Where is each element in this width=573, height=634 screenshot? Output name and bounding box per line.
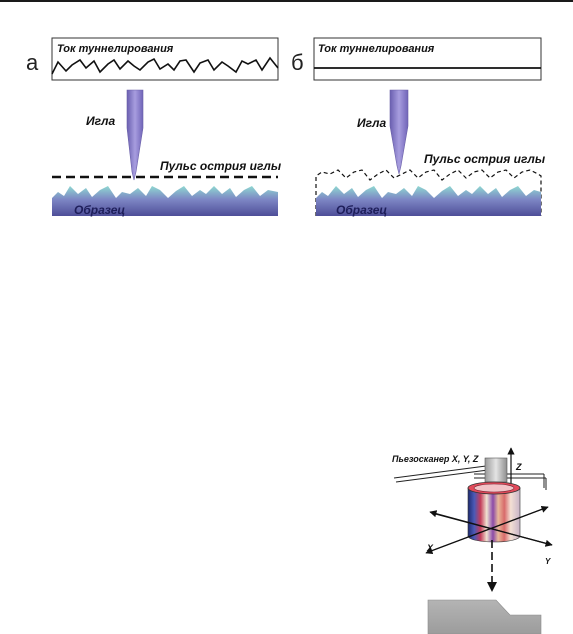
panel-letter-b: б: [291, 50, 304, 75]
panel-a: Ток туннелирования Игла Пульс острия игл…: [51, 37, 282, 217]
panel-letter-a: а: [26, 50, 39, 75]
needle-label-a: Игла: [86, 114, 116, 128]
pulse-label-b: Пульс острия иглы: [424, 152, 546, 166]
current-label-a: Ток туннелирования: [57, 43, 174, 55]
sample-b: [316, 186, 541, 216]
scanner-post: [484, 457, 508, 483]
panel-b: Ток туннелирования Игла Пульс острия игл…: [313, 37, 546, 217]
current-trace-a: [51, 56, 279, 75]
axis-z-label: Z: [515, 462, 522, 472]
axis-x-arrow-neg: [425, 506, 549, 555]
tip-path-b: [315, 169, 542, 216]
scan-surface: [427, 599, 542, 634]
current-label-b: Ток туннелирования: [318, 43, 435, 55]
tip-arrow: [487, 582, 497, 592]
axis-y-label: Y: [545, 557, 551, 566]
needle-a: [126, 89, 144, 181]
current-box-b: [313, 37, 542, 81]
sample-label-a: Образец: [74, 203, 125, 217]
needle-b: [389, 89, 409, 175]
pulse-label-a: Пульс острия иглы: [160, 159, 282, 173]
top-rule: [0, 0, 573, 2]
scanner-title: Пьезосканер X, Y, Z: [392, 454, 479, 464]
scanner-cylinder-rim: [473, 483, 515, 493]
axis-x-label: X: [426, 543, 434, 553]
needle-label-b: Игла: [357, 116, 387, 130]
piezo-scanner: Пьезосканер X, Y, Z Z X Y: [392, 447, 553, 634]
scanner-cylinder: [467, 487, 521, 543]
sample-a: [52, 186, 278, 216]
current-box-a: [51, 37, 279, 81]
leader-line-1: [393, 465, 487, 479]
leader-line-2: [395, 469, 489, 483]
sample-label-b: Образец: [336, 203, 387, 217]
